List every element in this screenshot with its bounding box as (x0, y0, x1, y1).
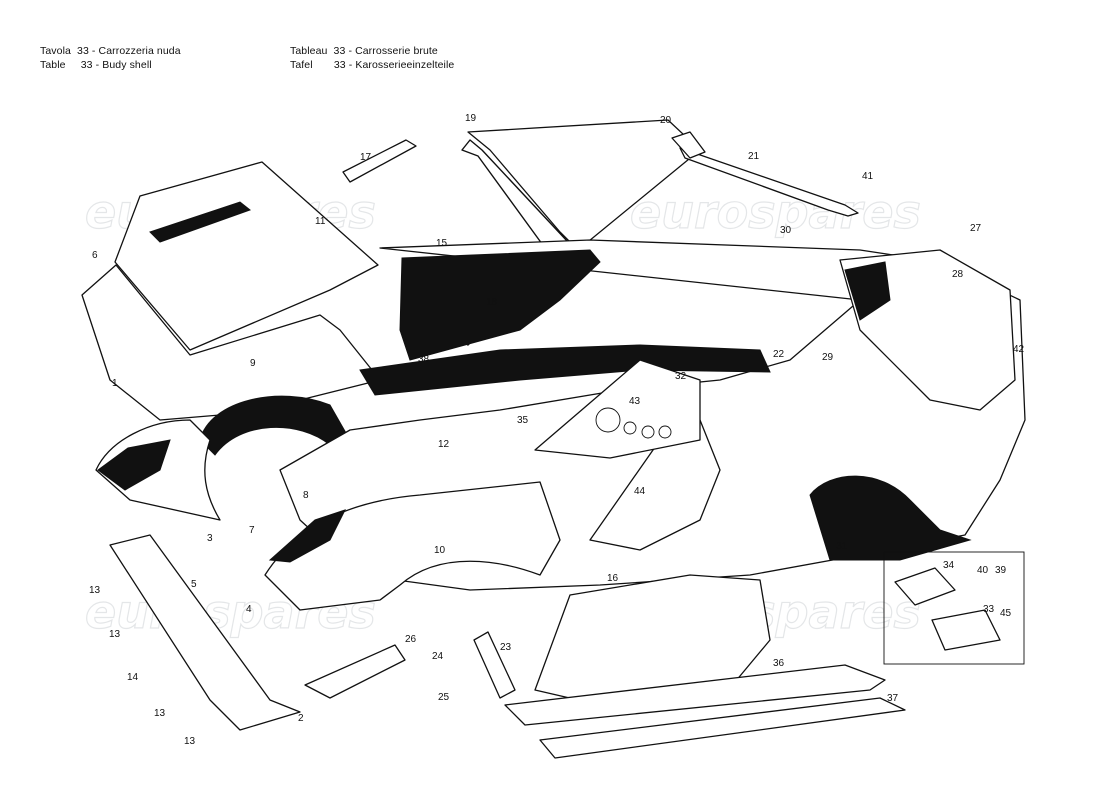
callout-6: 6 (92, 250, 98, 261)
callout-27: 27 (970, 223, 982, 234)
callout-28: 28 (952, 269, 964, 280)
callout-22: 22 (773, 349, 785, 360)
callout-14: 14 (127, 672, 139, 683)
roof-rail (679, 147, 859, 217)
callout-41: 41 (862, 171, 874, 182)
callout-13b: 13 (109, 629, 121, 640)
callout-33: 33 (983, 604, 995, 615)
callout-11: 11 (315, 216, 326, 227)
rear-deck-shadow (844, 261, 891, 321)
callout-4: 4 (246, 604, 252, 615)
callout-34: 34 (943, 560, 955, 571)
callout-9: 9 (250, 358, 256, 369)
callout-7: 7 (249, 525, 255, 536)
callout-30: 30 (780, 225, 792, 236)
panel-43-hole-a (623, 421, 637, 435)
callout-8: 8 (303, 490, 309, 501)
fender-vent-shadow (268, 509, 346, 563)
front-bumper (109, 534, 301, 731)
panel-43-hole-b (641, 425, 655, 439)
callout-32: 32 (675, 371, 687, 382)
header-left: Tavola 33 - Carrozzeria nuda Table 33 - … (40, 44, 181, 72)
sill-36 (504, 664, 886, 726)
header-right: Tableau 33 - Carrosserie brute Tafel 33 … (290, 44, 454, 72)
header-row-tavola: Tavola 33 - Carrozzeria nuda (40, 45, 181, 57)
panel-43-hole-c (658, 425, 672, 439)
header-row-table: Table 33 - Budy shell (40, 59, 152, 71)
callout-2: 2 (298, 713, 304, 724)
callout-25: 25 (438, 692, 450, 703)
callout-35: 35 (517, 415, 529, 426)
callout-44: 44 (634, 486, 646, 497)
header-row-tafel: Tafel 33 - Karosserieeinzelteile (290, 59, 455, 71)
callout-39: 39 (995, 565, 1007, 576)
callout-20: 20 (660, 115, 672, 126)
callout-17: 17 (360, 152, 372, 163)
callout-5: 5 (191, 579, 197, 590)
callout-26: 26 (405, 634, 417, 645)
header-row-tableau: Tableau 33 - Carrosserie brute (290, 45, 438, 57)
callout-24: 24 (432, 651, 444, 662)
callout-45: 45 (1000, 608, 1012, 619)
inset-box (883, 551, 1025, 665)
callout-42: 42 (1013, 344, 1025, 355)
body-interior-shadow (399, 249, 601, 361)
callout-38: 38 (418, 354, 430, 365)
callout-21: 21 (748, 151, 760, 162)
bracket-26 (304, 644, 406, 699)
bonnet-panel (114, 161, 379, 351)
callout-19: 19 (465, 113, 477, 124)
side-sill-shadow (359, 344, 771, 396)
callout-3: 3 (207, 533, 213, 544)
bracket-23 (473, 631, 516, 699)
callout-10: 10 (434, 545, 446, 556)
callout-43: 43 (629, 396, 641, 407)
watermark-top-right: eurospares (630, 185, 921, 239)
inset-cover-34 (894, 567, 956, 606)
callout-16: 16 (607, 573, 619, 584)
rear-wheel-arch-shadow (809, 475, 972, 561)
callout-23: 23 (500, 642, 512, 653)
trim-strip-17 (342, 139, 417, 183)
nose-shadow (97, 439, 171, 491)
callout-15: 15 (436, 238, 448, 249)
panel-43-hole-large (595, 407, 621, 433)
sill-37 (539, 697, 906, 759)
bonnet-vent (149, 201, 252, 243)
callout-13d: 13 (184, 736, 196, 747)
callout-37: 37 (887, 693, 899, 704)
callout-12: 12 (438, 439, 450, 450)
callout-29: 29 (822, 352, 834, 363)
roof-strip-20 (671, 131, 706, 159)
callout-13a: 13 (89, 585, 101, 596)
callout-40: 40 (977, 565, 989, 576)
callout-36: 36 (773, 658, 785, 669)
callout-1: 1 (112, 378, 118, 389)
inset-housing-33 (931, 609, 1001, 651)
callout-13c: 13 (154, 708, 166, 719)
callout-31: 31 (836, 541, 848, 552)
callout-18: 18 (486, 297, 498, 308)
callout-labels: 1 2 3 4 5 6 7 8 9 10 11 12 13 13 13 13 1… (89, 113, 1025, 747)
